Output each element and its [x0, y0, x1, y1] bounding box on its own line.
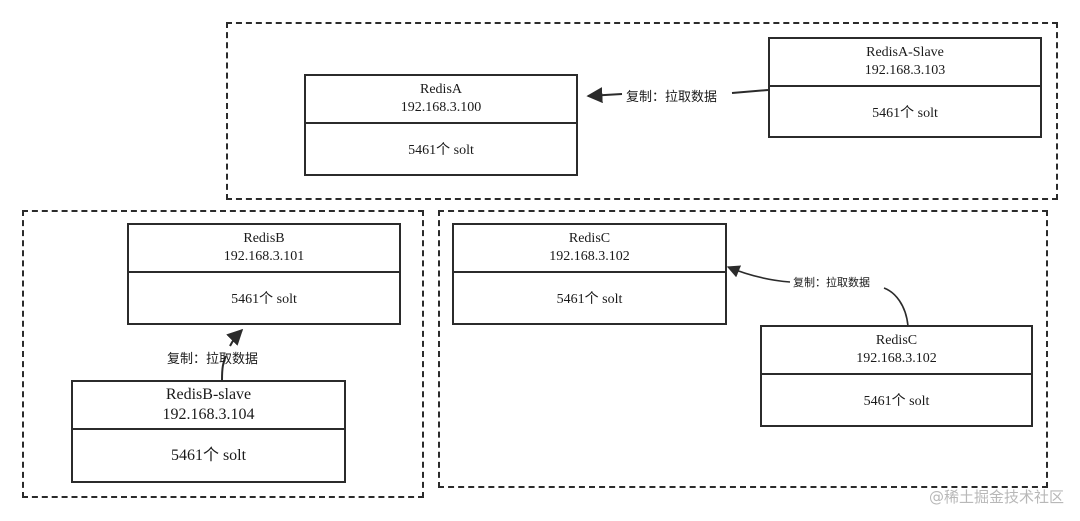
edge-b-slave-to-b — [221, 330, 242, 381]
node-redis-b-name: RedisB — [243, 231, 285, 246]
node-redis-a-ip: 192.168.3.100 — [400, 100, 482, 115]
node-redis-a-slots: 5461个 solt — [408, 143, 474, 158]
node-redis-b-slave[interactable]: RedisB-slave 192.168.3.104 5461个 solt — [71, 380, 346, 483]
node-redis-b-ip: 192.168.3.101 — [223, 249, 305, 264]
node-redis-b-slots: 5461个 solt — [231, 292, 297, 307]
edge-label-a: 复制：拉取数据 — [626, 90, 718, 105]
group-redis-c — [438, 210, 1048, 488]
node-redis-b-slave-slots: 5461个 solt — [170, 446, 247, 464]
watermark: @稀土掘金技术社区 — [928, 488, 1064, 506]
node-redis-c-slave[interactable]: RedisC 192.168.3.102 5461个 solt — [760, 325, 1033, 427]
edge-a-slave-to-a — [588, 90, 769, 96]
node-redis-a-header: RedisA 192.168.3.100 — [306, 76, 576, 124]
node-redis-b-header: RedisB 192.168.3.101 — [129, 225, 399, 273]
edge-label-c: 复制：拉取数据 — [793, 276, 870, 289]
node-redis-c-slave-name: RedisC — [875, 333, 918, 348]
group-redis-b — [22, 210, 424, 498]
node-redis-a-slave[interactable]: RedisA-Slave 192.168.3.103 5461个 solt — [768, 37, 1042, 138]
node-redis-c-slave-header: RedisC 192.168.3.102 — [762, 327, 1031, 375]
node-redis-a-slave-header: RedisA-Slave 192.168.3.103 — [770, 39, 1040, 87]
node-redis-b-slave-ip: 192.168.3.104 — [162, 406, 255, 423]
edge-label-b: 复制：拉取数据 — [167, 352, 259, 367]
group-redis-a — [226, 22, 1058, 200]
node-redis-a-name: RedisA — [420, 82, 462, 97]
node-redis-c[interactable]: RedisC 192.168.3.102 5461个 solt — [452, 223, 727, 325]
node-redis-b-slave-name: RedisB-slave — [165, 386, 252, 403]
edge-c-slave-to-c — [728, 267, 909, 327]
node-redis-c-slave-slots: 5461个 solt — [863, 394, 930, 409]
node-redis-a[interactable]: RedisA 192.168.3.100 5461个 solt — [304, 74, 578, 176]
node-redis-a-slave-name: RedisA-Slave — [866, 45, 944, 60]
node-redis-b[interactable]: RedisB 192.168.3.101 5461个 solt — [127, 223, 401, 325]
node-redis-a-slave-ip: 192.168.3.103 — [864, 63, 946, 78]
node-redis-a-slave-slots: 5461个 solt — [872, 105, 938, 121]
node-redis-c-slots: 5461个 solt — [556, 292, 623, 307]
node-redis-b-slave-header: RedisB-slave 192.168.3.104 — [73, 382, 344, 430]
node-redis-c-ip: 192.168.3.102 — [549, 249, 630, 264]
node-redis-c-name: RedisC — [568, 231, 611, 246]
node-redis-c-slave-ip: 192.168.3.102 — [856, 351, 937, 366]
node-redis-c-header: RedisC 192.168.3.102 — [454, 225, 725, 273]
